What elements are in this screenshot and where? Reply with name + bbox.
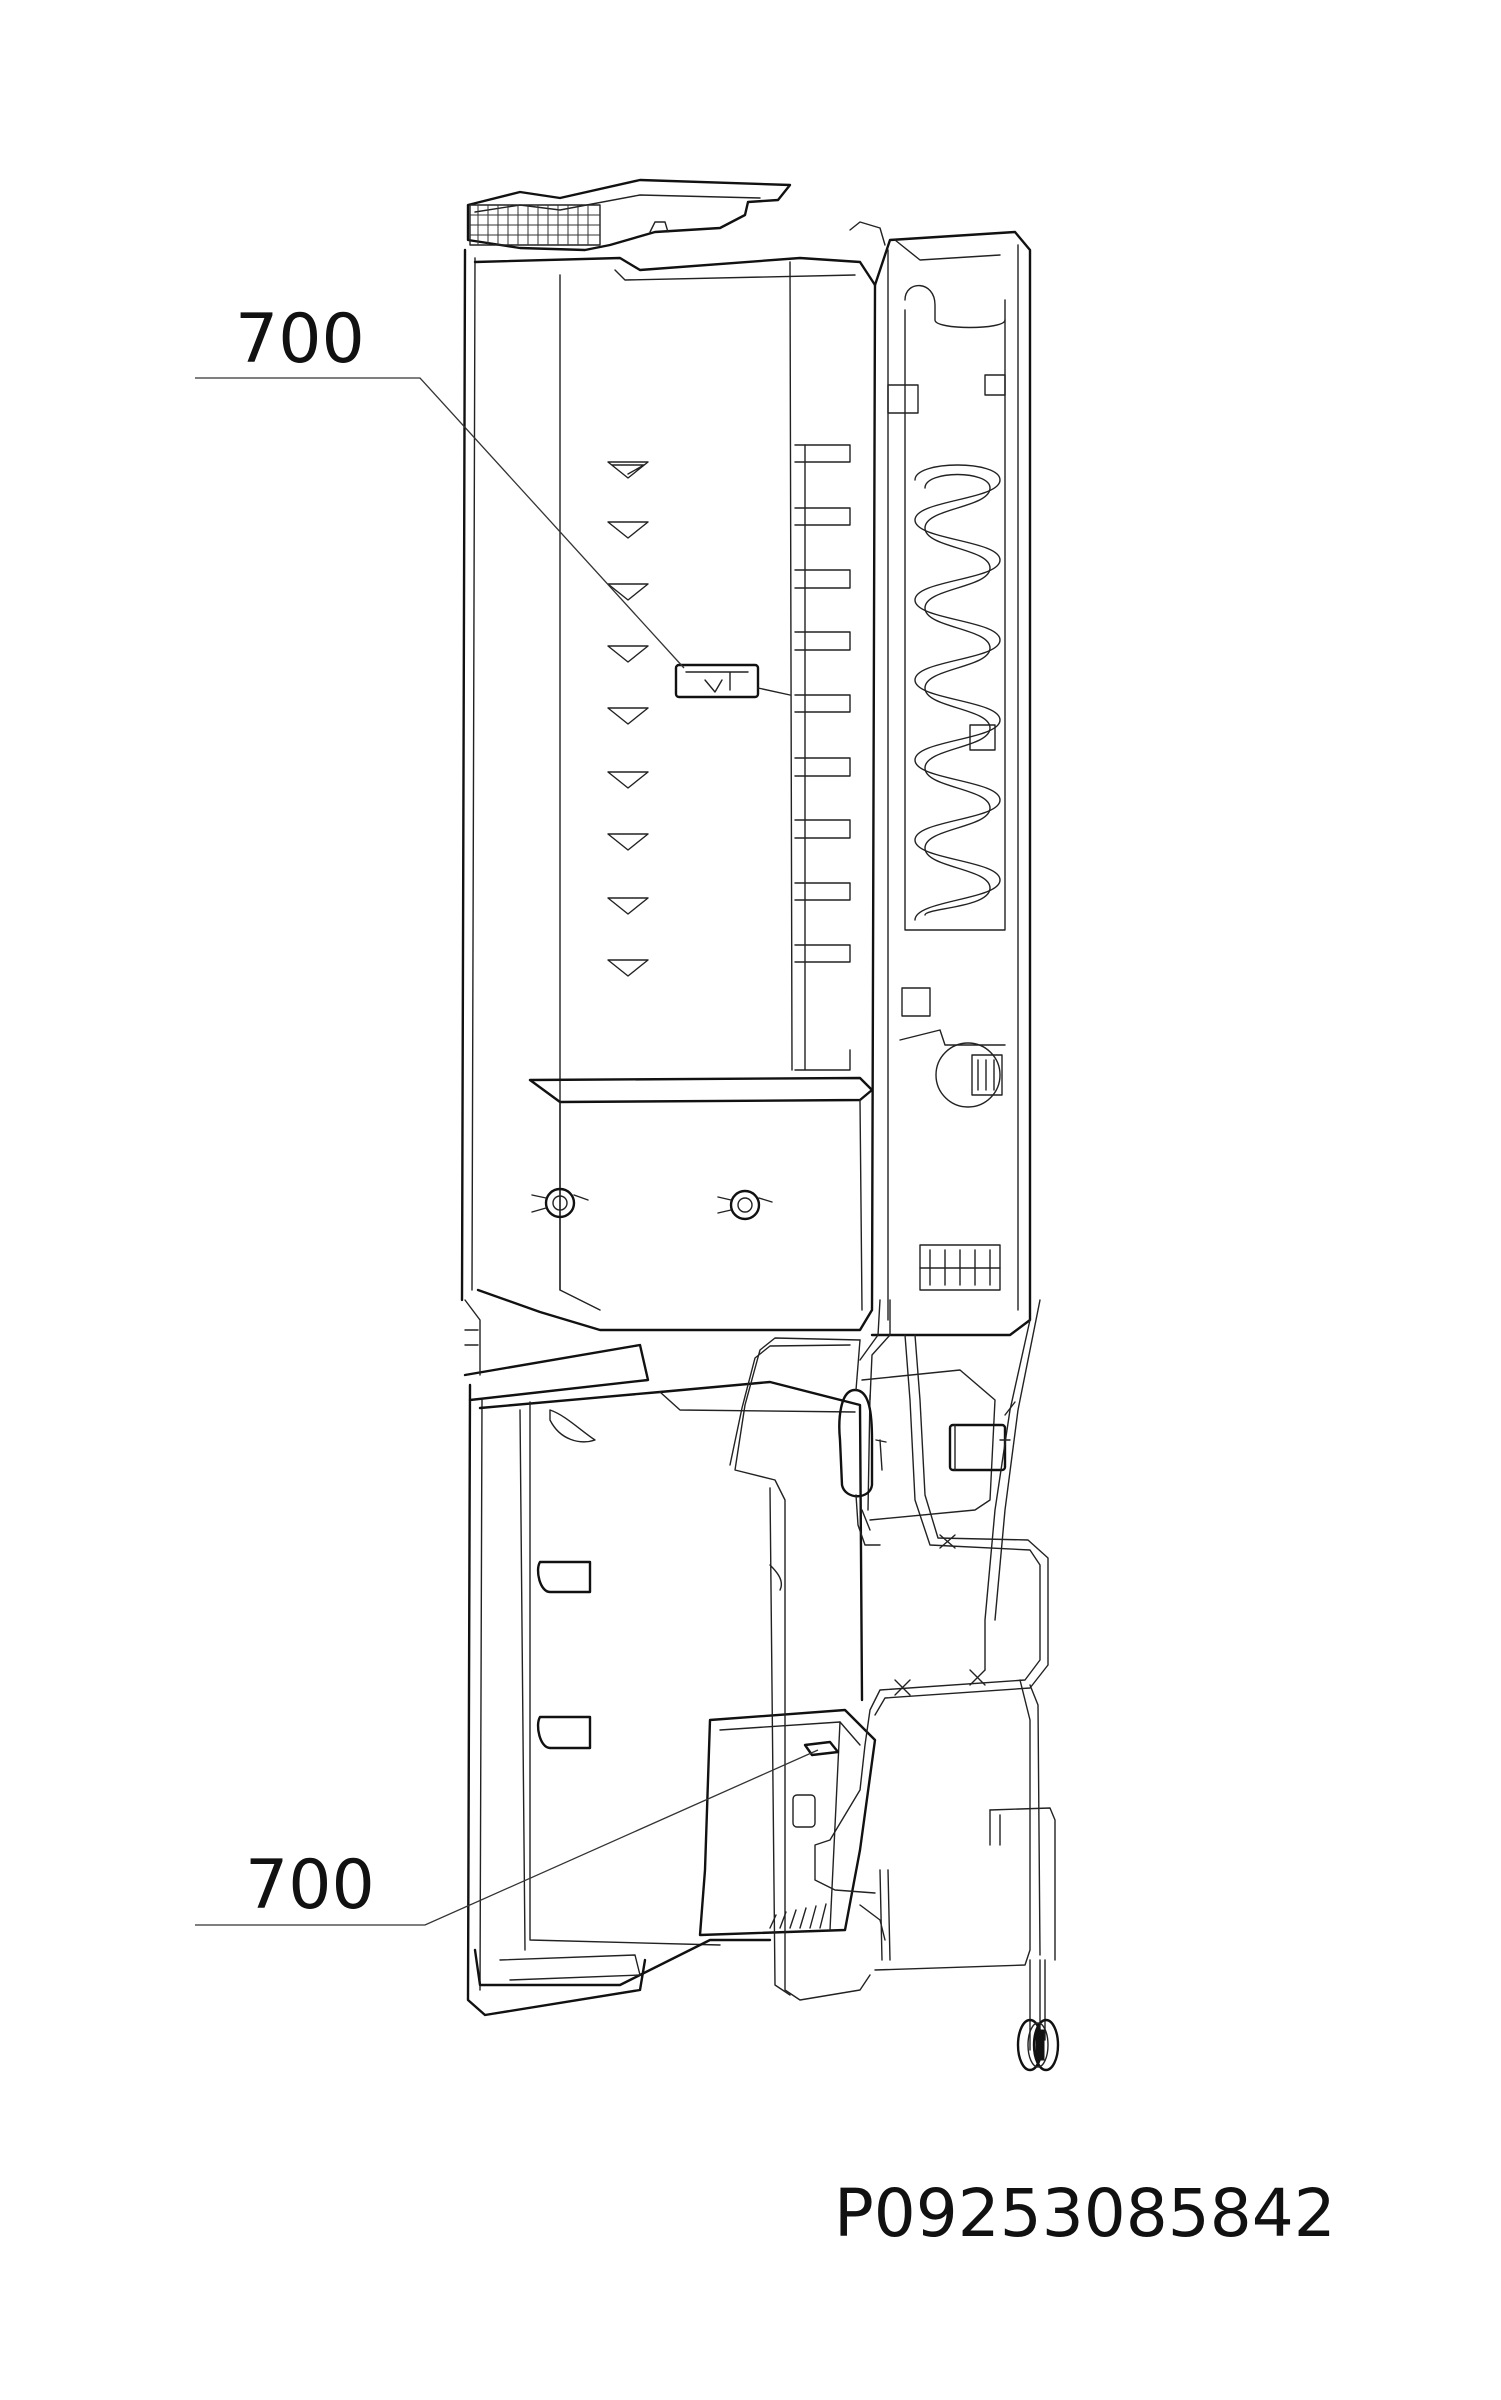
freezer-bin bbox=[698, 1708, 877, 1937]
control-module bbox=[899, 987, 1006, 1291]
evaporator-coil bbox=[887, 284, 1006, 931]
callout-lower-leader bbox=[195, 1749, 819, 1926]
top-grille bbox=[469, 204, 601, 246]
callout-upper: 700 bbox=[195, 300, 685, 669]
freezer-compartment bbox=[463, 1299, 864, 2017]
callout-upper-label: 700 bbox=[235, 300, 365, 379]
shelf-supports-right bbox=[794, 444, 851, 1071]
freezer-drawer-handles bbox=[536, 1409, 782, 1750]
fridge-compartment bbox=[460, 221, 1032, 1337]
shelf-pins bbox=[531, 1187, 773, 1221]
crisper-cover bbox=[528, 1076, 874, 1311]
part-number: P09253085842 bbox=[834, 2175, 1336, 2252]
freezer-evaporator-box bbox=[861, 1369, 1016, 1521]
callout-lower-label: 700 bbox=[245, 1846, 375, 1925]
capillary-coil bbox=[1016, 2018, 1060, 2072]
callout-upper-leader bbox=[195, 377, 685, 669]
temperature-sensor-upper bbox=[674, 663, 791, 699]
shelf-supports-left bbox=[607, 461, 649, 977]
top-cover bbox=[466, 178, 792, 252]
refrigerant-tubing bbox=[729, 1299, 1056, 2051]
callout-lower: 700 bbox=[195, 1749, 819, 1926]
